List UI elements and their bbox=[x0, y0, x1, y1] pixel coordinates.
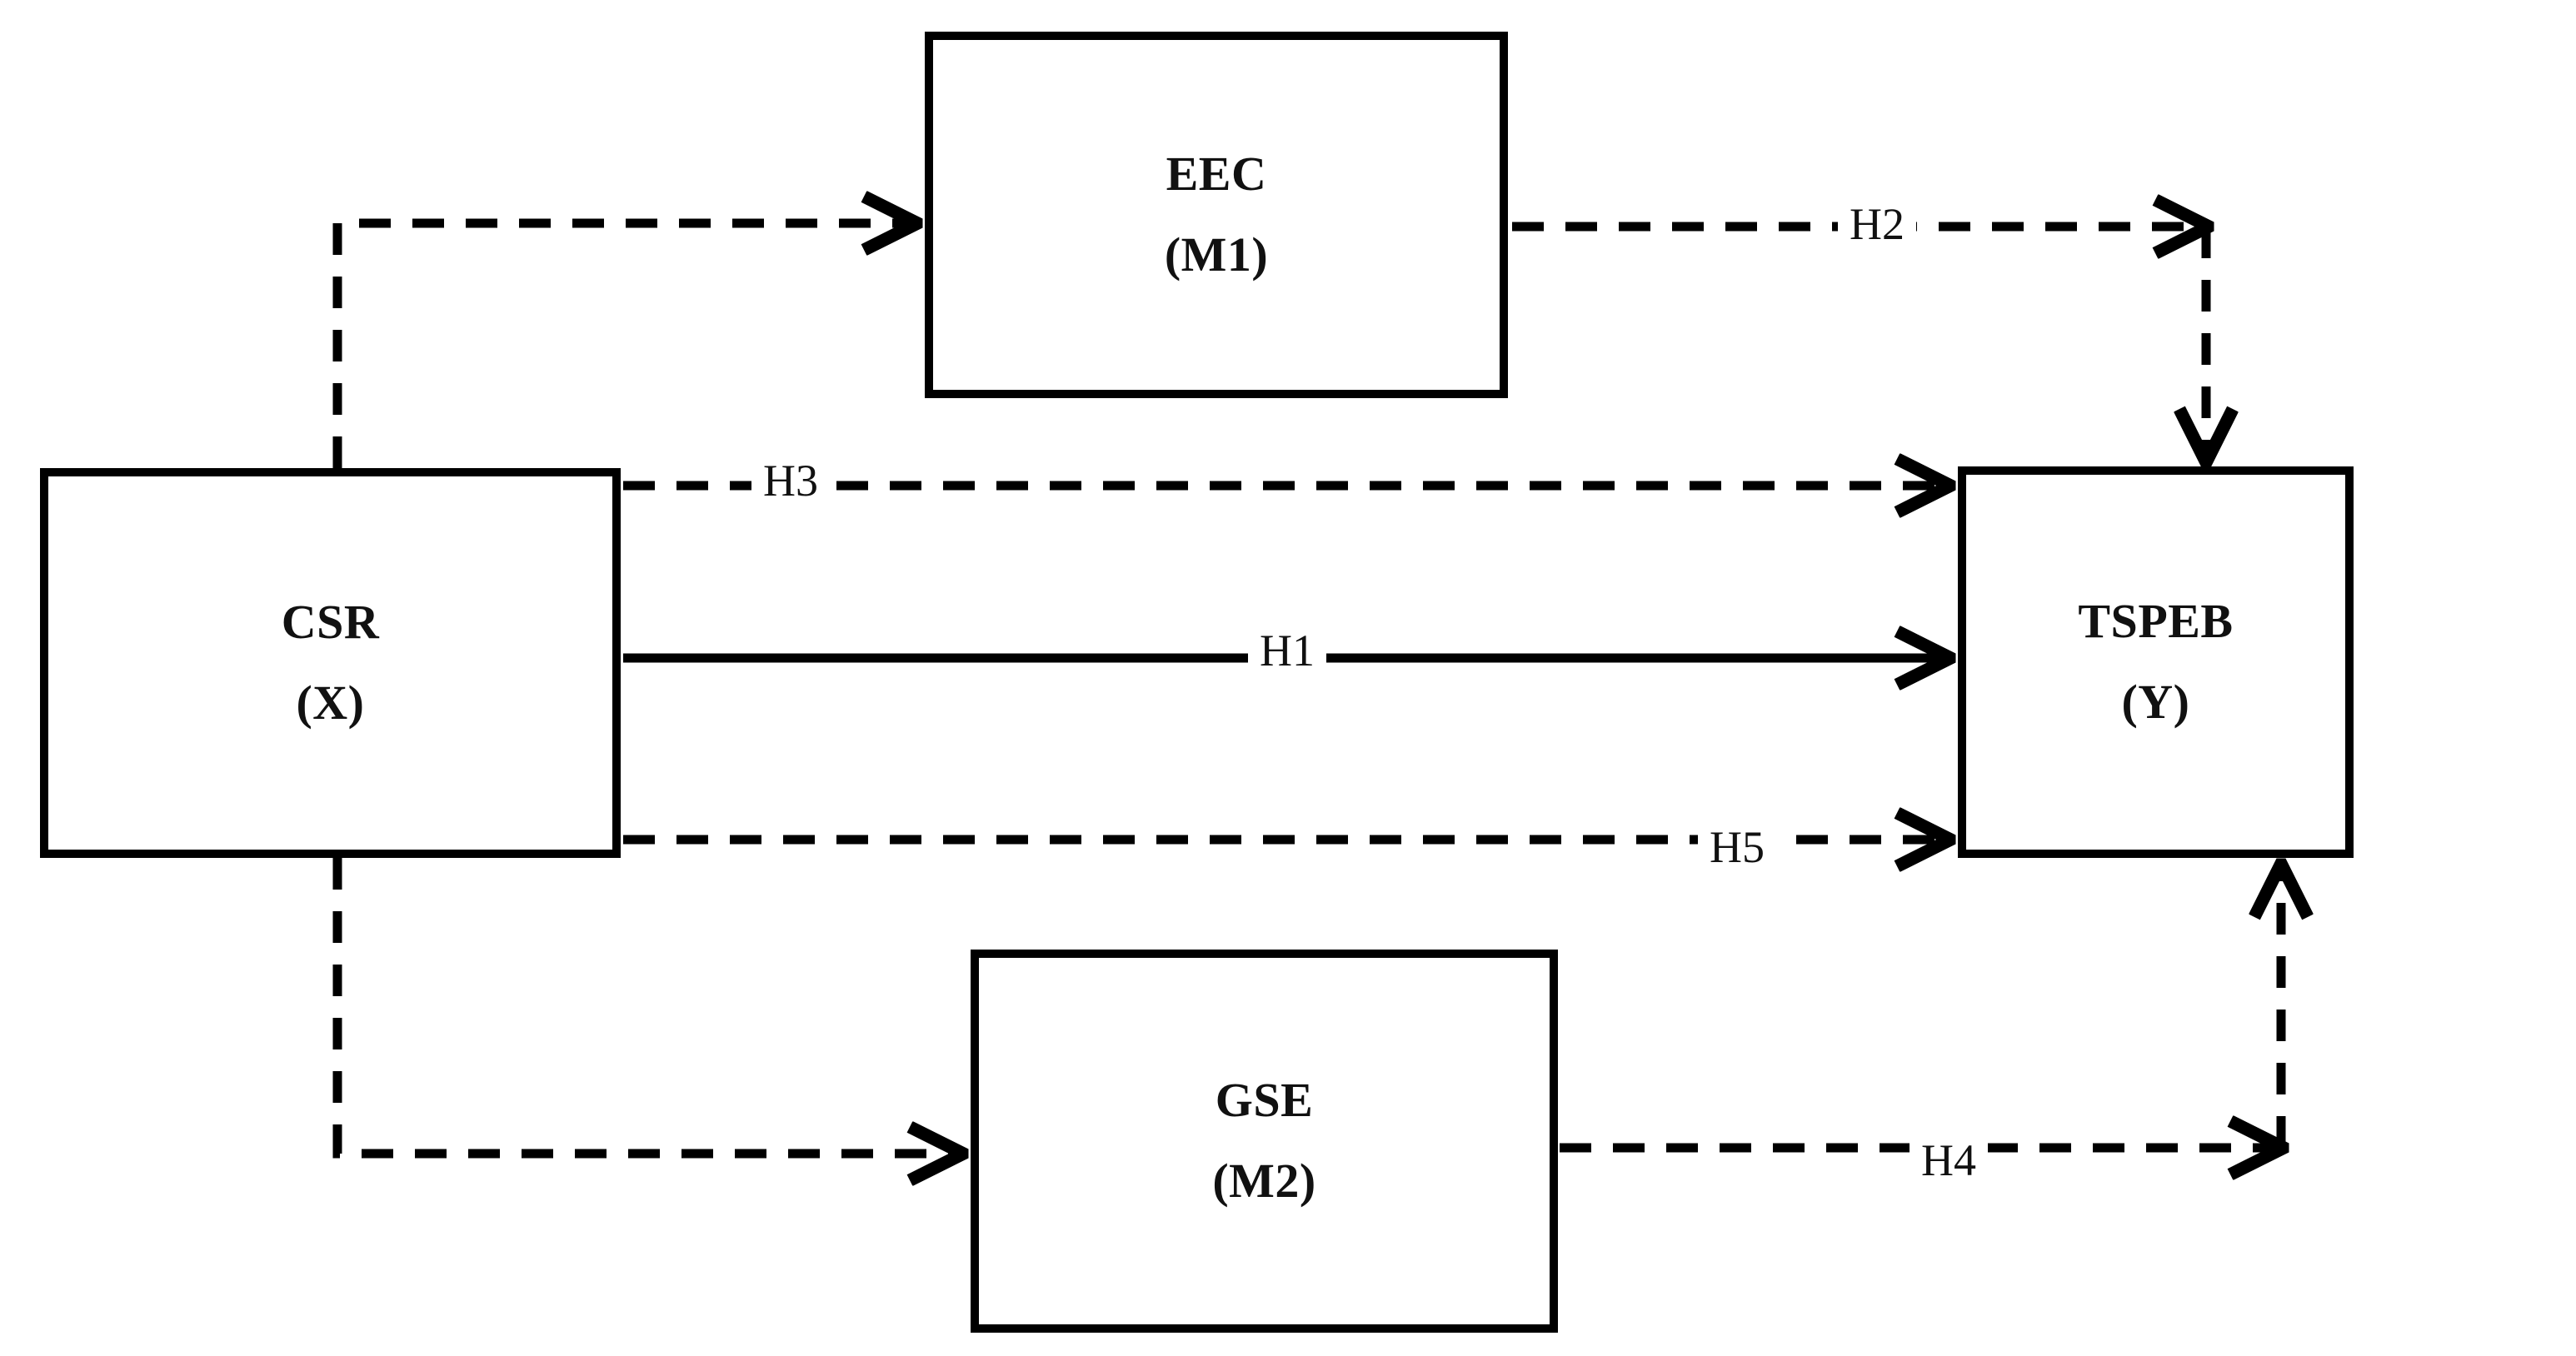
node-eec-code: (M1) bbox=[1164, 227, 1269, 282]
path-label-h1: H1 bbox=[1248, 626, 1326, 675]
node-gse-title: GSE bbox=[1215, 1073, 1314, 1128]
node-box-tspeb[interactable]: TSPEB (Y) bbox=[1958, 466, 2354, 858]
node-tspeb-code: (Y) bbox=[2121, 675, 2190, 729]
path-label-h5: H5 bbox=[1698, 823, 1776, 871]
path-label-h3: H3 bbox=[751, 456, 830, 505]
node-gse-code: (M2) bbox=[1212, 1154, 1316, 1208]
node-box-gse[interactable]: GSE (M2) bbox=[971, 950, 1558, 1333]
path-label-h4: H4 bbox=[1910, 1136, 1988, 1184]
connector-csr-to-eec bbox=[332, 223, 915, 468]
connector-csr-to-gse bbox=[332, 858, 961, 1154]
node-csr-title: CSR bbox=[281, 595, 380, 650]
node-box-csr[interactable]: CSR (X) bbox=[40, 468, 621, 858]
node-tspeb-title: TSPEB bbox=[2078, 594, 2234, 649]
node-box-eec[interactable]: EEC (M1) bbox=[925, 32, 1508, 398]
path-label-h2: H2 bbox=[1838, 200, 1916, 248]
node-eec-title: EEC bbox=[1166, 147, 1267, 202]
node-csr-code: (X) bbox=[296, 676, 365, 730]
